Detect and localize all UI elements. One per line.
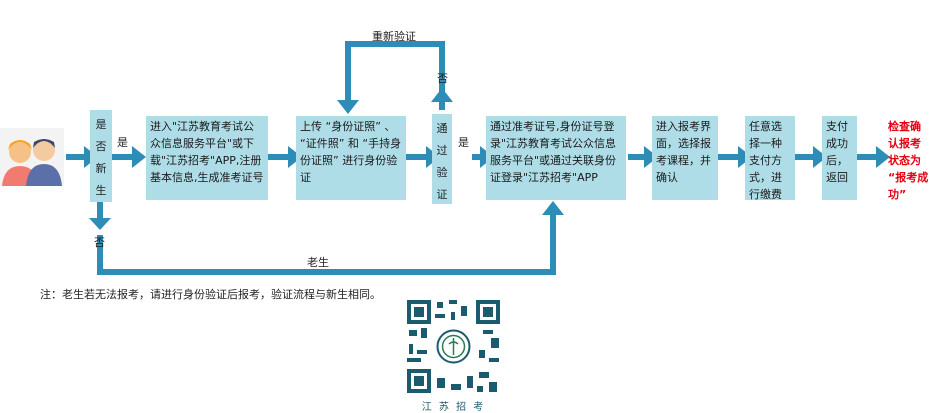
old-student-line (97, 215, 556, 275)
step-return: 支付成功后，返回 (822, 116, 857, 200)
label-no-1: 否 (94, 236, 105, 249)
label-yes-2: 是 (458, 136, 469, 149)
label-reverify: 重新验证 (372, 30, 416, 43)
reverify-line (345, 41, 445, 105)
label-old-student: 老生 (307, 256, 329, 269)
step-pay: 任意选择一种支付方式，进行缴费 (745, 116, 795, 201)
qr-code[interactable] (405, 298, 502, 395)
step-upload-id: 上传 “身份证照” 、 “证件照” 和 “手持身份证照” 进行身份验证 (296, 116, 406, 200)
decision-new-student: 是 否 新 生 (90, 110, 112, 202)
step-check-status: 检查确认报考状态为 “报考成功” (888, 120, 929, 201)
decision-verified: 通 过 验 证 (432, 114, 452, 204)
footnote: 注：老生若无法报考，请进行身份验证后报考，验证流程与新生相同。 (40, 288, 381, 301)
step-login: 通过准考证号,身份证号登录"江苏教育考试公众信息服务平台"或通过关联身份证登录"… (486, 116, 626, 200)
label-no-2: 否 (437, 72, 448, 85)
people-icon (0, 128, 64, 186)
step-select-courses: 进入报考界面，选择报考课程，并确认 (652, 116, 718, 200)
step-register: 进入"江苏教育考试公众信息服务平台"或下载"江苏招考"APP,注册基本信息,生成… (146, 116, 268, 200)
label-yes-1: 是 (117, 136, 128, 149)
qr-caption: 江 苏 招 考 (421, 402, 486, 413)
